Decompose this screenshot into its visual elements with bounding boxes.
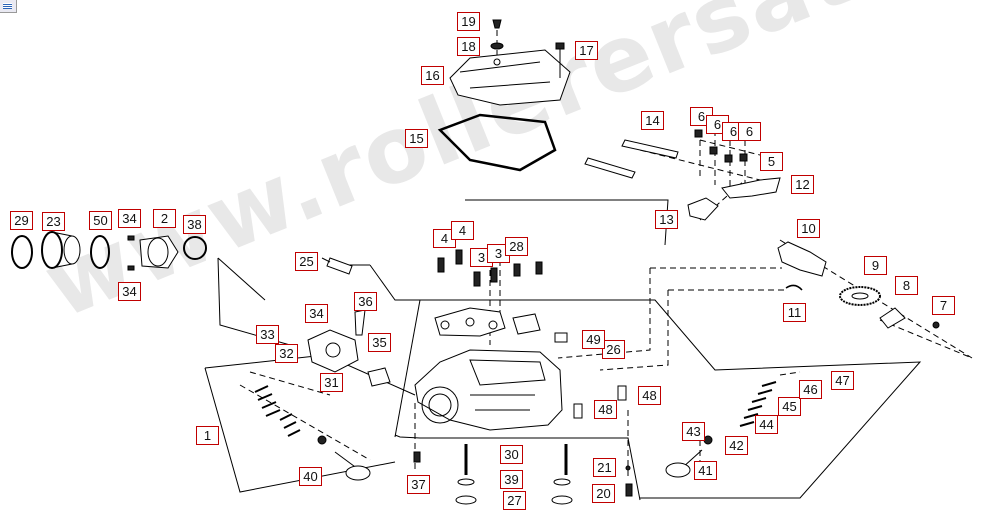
part-label-33: 33 (256, 325, 279, 344)
part-label-27: 27 (503, 491, 526, 510)
part-label-20: 20 (592, 484, 615, 503)
right-valve-seal (703, 435, 713, 445)
cover-screw-17 (555, 42, 565, 78)
part-label-7: 7 (932, 296, 955, 315)
part-label-18: 18 (457, 37, 480, 56)
thermostat-housing (307, 329, 359, 373)
camshaft (777, 241, 827, 277)
hose-clamp-29 (11, 235, 33, 269)
part-label-10: 10 (797, 219, 820, 238)
part-label-47: 47 (831, 371, 854, 390)
cover-gasket (437, 113, 557, 172)
screws-48 (573, 385, 627, 419)
part-label-14: 14 (641, 111, 664, 130)
manifold-bolt-bottom (127, 265, 135, 271)
part-label-6d: 6 (738, 122, 761, 141)
part-label-1: 1 (196, 426, 219, 445)
sprocket-plate-8 (879, 307, 906, 329)
head-studs (455, 444, 573, 505)
part-label-48a: 48 (638, 386, 661, 405)
part-label-5: 5 (760, 152, 783, 171)
part-49 (554, 332, 568, 343)
part-label-30: 30 (500, 445, 523, 464)
rocker-shafts (584, 139, 679, 179)
clip-11 (785, 284, 803, 291)
part-label-34c: 34 (305, 304, 328, 323)
part-label-4b: 4 (451, 221, 474, 240)
holder-bolts (437, 249, 543, 287)
bleed-bolt (354, 309, 366, 336)
part-label-43: 43 (682, 422, 705, 441)
rocker-nuts (694, 129, 748, 163)
manifold-bolt-top (127, 235, 135, 241)
part-label-35: 35 (368, 333, 391, 352)
part-label-25: 25 (295, 252, 318, 271)
part-label-13: 13 (655, 210, 678, 229)
part-label-41: 41 (694, 461, 717, 480)
cover-washer (490, 42, 504, 50)
cylinder-head (414, 349, 563, 431)
cover-bolt (492, 19, 502, 29)
part-label-32: 32 (275, 344, 298, 363)
part-label-39: 39 (500, 470, 523, 489)
part-label-42: 42 (725, 436, 748, 455)
part-label-11: 11 (783, 303, 806, 322)
rocker-arm-13 (687, 197, 719, 221)
part-label-50: 50 (89, 211, 112, 230)
part-label-21: 21 (593, 458, 616, 477)
part-label-17: 17 (575, 41, 598, 60)
rocker-arm-12 (721, 177, 781, 199)
intake-rubber-23 (41, 231, 81, 269)
hose-clamp-50 (90, 235, 110, 269)
part-label-45: 45 (778, 397, 801, 416)
part-label-44: 44 (755, 415, 778, 434)
part-label-19: 19 (457, 12, 480, 31)
part-label-15: 15 (405, 129, 428, 148)
cam-holder (434, 307, 506, 337)
part-label-2: 2 (153, 209, 176, 228)
part-label-31: 31 (320, 373, 343, 392)
part-label-8: 8 (895, 276, 918, 295)
part-label-34a: 34 (118, 209, 141, 228)
o-ring-38 (183, 236, 207, 260)
right-valve (665, 449, 703, 478)
part-label-16: 16 (421, 66, 444, 85)
bolt-7 (932, 321, 940, 329)
cam-holder-28 (512, 313, 541, 335)
intake-manifold (139, 235, 179, 269)
part-label-40: 40 (299, 467, 322, 486)
head-cover (449, 49, 571, 106)
part-label-36: 36 (354, 292, 377, 311)
part-label-34b: 34 (118, 282, 141, 301)
part-label-49: 49 (582, 330, 605, 349)
temp-sensor (367, 367, 391, 387)
part-label-46: 46 (799, 380, 822, 399)
part-label-29: 29 (10, 211, 33, 230)
small-bolts (413, 451, 633, 497)
left-valve-spring (254, 385, 301, 437)
part-label-12: 12 (791, 175, 814, 194)
part-label-26: 26 (602, 340, 625, 359)
right-valve-spring (739, 381, 777, 427)
window-icon (0, 0, 17, 13)
part-label-28: 28 (505, 237, 528, 256)
part-label-23: 23 (42, 212, 65, 231)
part-label-38: 38 (183, 215, 206, 234)
cam-sprocket (839, 286, 881, 306)
part-label-37: 37 (407, 475, 430, 494)
left-valve-seal (317, 435, 327, 445)
part-label-9: 9 (864, 256, 887, 275)
left-valve (334, 451, 371, 481)
spark-plug (321, 257, 353, 275)
part-label-48b: 48 (594, 400, 617, 419)
